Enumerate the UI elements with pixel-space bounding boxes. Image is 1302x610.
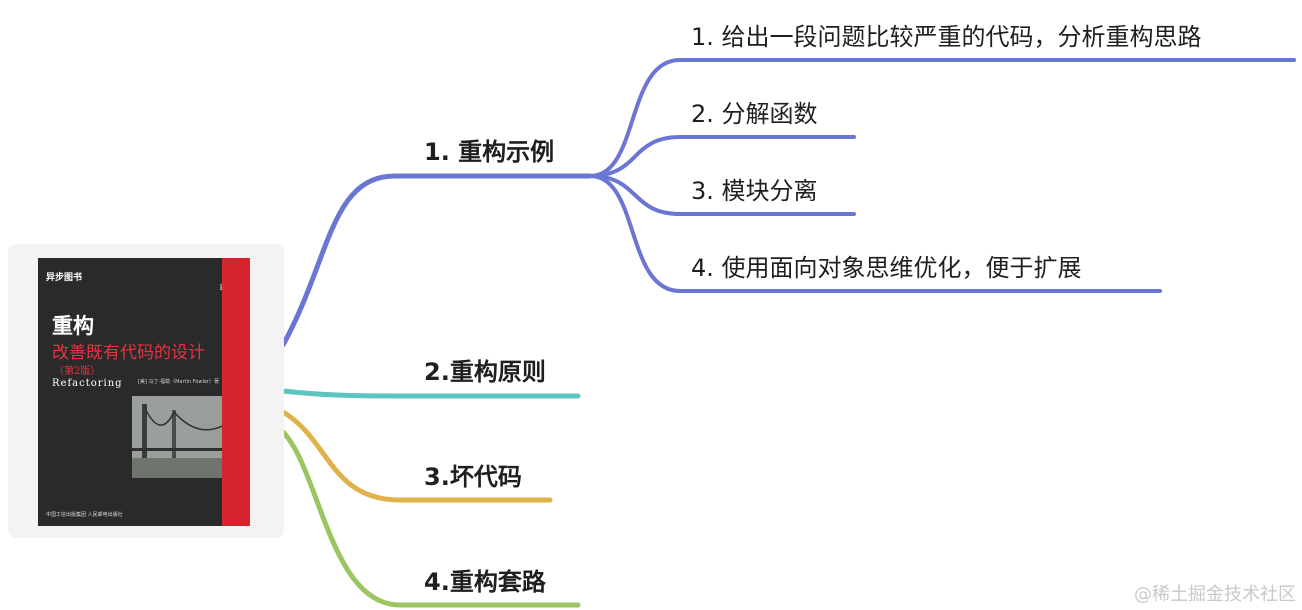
branch-bad-code[interactable]: 3.坏代码 <box>424 463 522 491</box>
child-module-separation[interactable]: 3. 模块分离 <box>691 177 818 205</box>
connector-branch-1-child-2 <box>588 135 856 178</box>
child-problem-code-analysis[interactable]: 1. 给出一段问题比较严重的代码，分析重构思路 <box>691 23 1202 51</box>
bridge-icon <box>132 396 222 478</box>
book-edition: （第2版） <box>54 366 101 377</box>
book-english-title: Refactoring <box>52 378 123 389</box>
publisher-logo: 异步图书 <box>46 273 83 283</box>
book-author: [美] 马丁·福勒（Martin Fowler）著 <box>138 379 219 385</box>
bridge-photo <box>132 396 222 478</box>
connector-root-branch-4 <box>280 429 581 608</box>
watermark: @稀土掘金技术社区 <box>1134 584 1296 605</box>
connector-root-branch-2 <box>280 388 581 399</box>
connector-branch-1-child-3 <box>588 174 856 216</box>
branch-refactoring-examples[interactable]: 1. 重构示例 <box>424 138 555 166</box>
branch-refactoring-principles[interactable]: 2.重构原则 <box>424 358 546 386</box>
child-oop-optimization[interactable]: 4. 使用面向对象思维优化，便于扩展 <box>691 254 1082 282</box>
book-title: 重构 <box>52 313 94 338</box>
connector-branch-1-child-4 <box>588 174 1162 293</box>
connector-branch-1-child-1 <box>588 58 1296 178</box>
connector-root-branch-1 <box>280 173 593 348</box>
connector-root-branch-3 <box>280 409 553 503</box>
child-decompose-functions[interactable]: 2. 分解函数 <box>691 100 818 128</box>
book-cover-image: 异步图书 P Pearson 重构 改善既有代码的设计 （第2版） Refact… <box>38 258 250 526</box>
cover-red-band <box>222 258 250 526</box>
branch-refactoring-patterns[interactable]: 4.重构套路 <box>424 568 546 596</box>
publisher-footer: 中国工信出版集团 人民邮电出版社 <box>46 512 123 518</box>
book-subtitle: 改善既有代码的设计 <box>52 343 205 363</box>
